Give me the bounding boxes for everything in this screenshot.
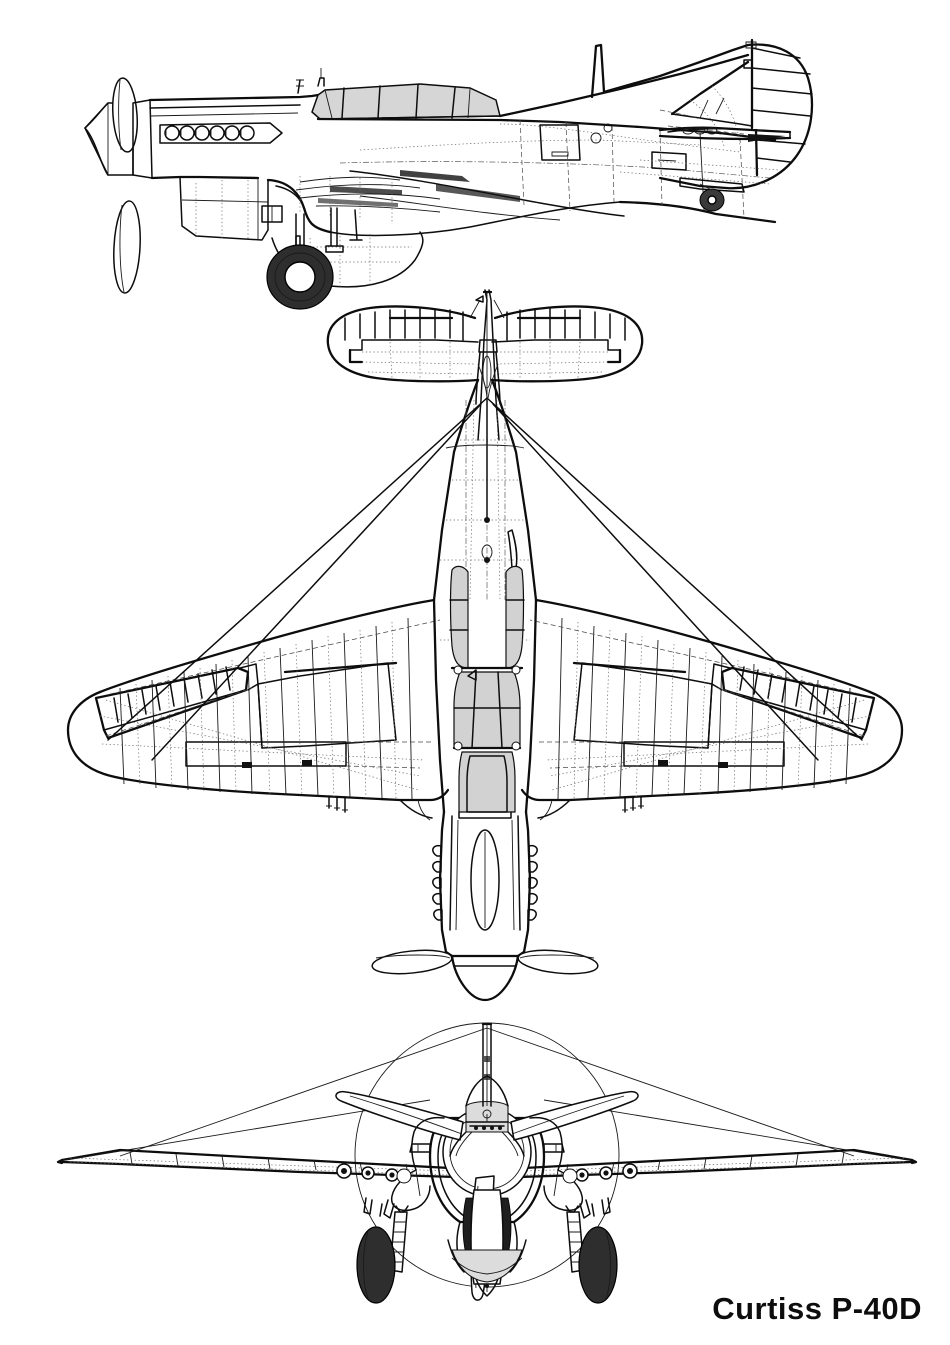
windscreen-front bbox=[449, 1100, 525, 1157]
wing-under-detail bbox=[295, 176, 441, 224]
tailwheel-side bbox=[679, 177, 745, 212]
wing-gun-ports-front bbox=[336, 1163, 638, 1182]
main-gear-front bbox=[356, 1197, 618, 1304]
main-gear-side bbox=[266, 207, 363, 310]
wing-guns-plan bbox=[326, 795, 644, 813]
wing-left-plan bbox=[66, 598, 450, 802]
tailplane-plan bbox=[326, 305, 644, 383]
drawing-title: Curtiss P-40D bbox=[712, 1291, 922, 1326]
canopy-side bbox=[311, 83, 501, 120]
plan-view-group bbox=[66, 289, 904, 1002]
front-view-group bbox=[56, 1022, 918, 1304]
canopy-plan bbox=[449, 544, 525, 813]
exhaust-stacks-side bbox=[164, 125, 255, 141]
exhaust-stacks-plan bbox=[432, 844, 538, 921]
side-view-group bbox=[84, 38, 814, 310]
